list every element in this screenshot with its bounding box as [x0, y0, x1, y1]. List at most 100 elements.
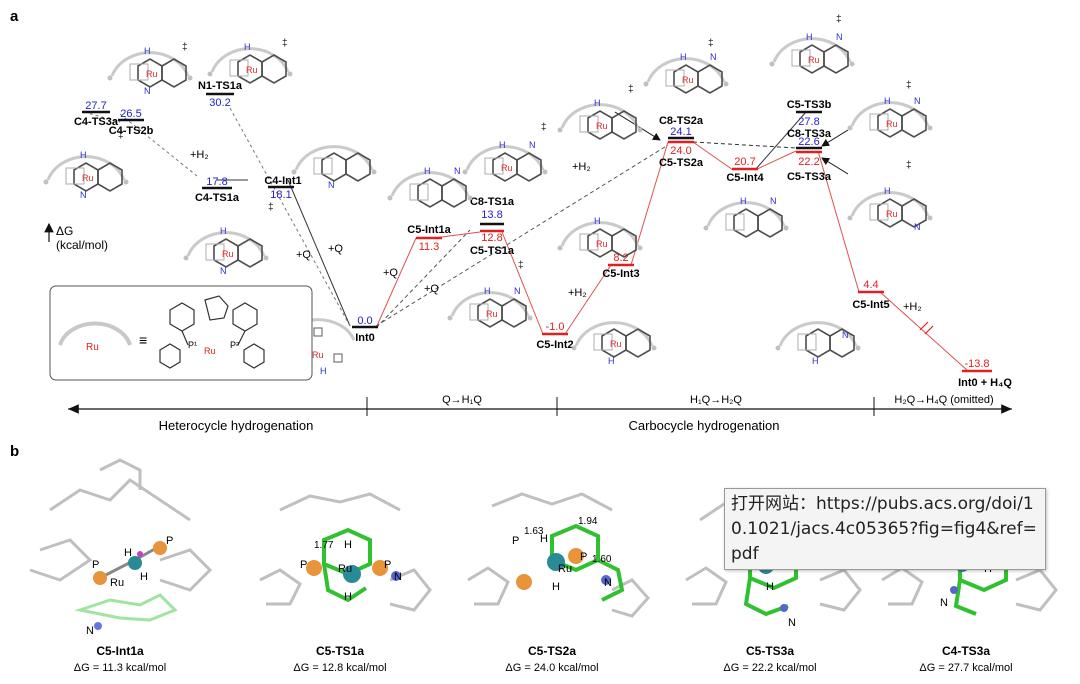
structure-c4ts3a: Ru H N ‡	[42, 130, 130, 200]
h-atom-label: H	[680, 52, 687, 62]
ru-atom-label: Ru	[610, 339, 622, 349]
reagent-q: +Q	[296, 249, 311, 261]
ts-mark: ‡	[518, 260, 524, 271]
legend-equiv: ≡	[139, 332, 147, 348]
level-value: -13.8	[964, 358, 989, 370]
ru-atom-label: Ru	[596, 121, 608, 131]
h-atom-label: H	[499, 140, 506, 150]
panel-a-label: a	[10, 8, 19, 25]
ru-atom-label: Ru	[682, 75, 694, 85]
atom-n: N	[788, 617, 796, 629]
structure-n1ts1a: Ru H ‡	[206, 38, 294, 85]
y-axis-symbol: ΔG	[56, 224, 73, 238]
ts-mark: ‡	[906, 80, 912, 91]
structure-name: C5-TS2a	[528, 644, 576, 658]
level-c8ts3a: 22.6 C8-TS3a	[787, 128, 832, 150]
n-atom-label: N	[914, 96, 921, 106]
level-value: 22.2	[798, 156, 819, 168]
ru-atom-label: Ru	[146, 69, 158, 79]
atom-h: H	[344, 539, 352, 551]
h-atom-label: H	[484, 286, 491, 296]
reagent-labels: +H₂ +Q +Q +Q +Q +H₂ +H₂ +H₂	[190, 149, 922, 313]
stage-heterocycle: Heterocycle hydrogenation	[159, 418, 314, 433]
structure-c5int1a: H N	[386, 166, 474, 209]
ts-mark: ‡	[182, 42, 188, 53]
level-c5int3: 8.2 C5-Int3	[602, 252, 639, 280]
stage-carbocycle: Carbocycle hydrogenation	[628, 418, 779, 433]
h-atom-label: H	[220, 226, 227, 236]
ts-mark: ‡	[628, 84, 634, 95]
n-atom-label: N	[710, 52, 717, 62]
panel-b-captions: C5-Int1a ΔG = 11.3 kcal/mol C5-TS1a ΔG =…	[74, 644, 1013, 674]
ru-atom-label: Ru	[246, 65, 258, 75]
structure-c8ts2a: Ru H ‡	[556, 84, 644, 141]
structure-name: C5-TS3a	[746, 644, 794, 658]
ru-atom-label: Ru	[501, 163, 513, 173]
n-atom-label: N	[914, 222, 921, 232]
ru-atom-label: Ru	[886, 119, 898, 129]
atom-n: N	[940, 597, 948, 609]
n-atom-label: N	[770, 196, 777, 206]
level-value: 30.2	[209, 97, 230, 109]
panel-b-label: b	[10, 443, 19, 460]
atom-ru: Ru	[558, 563, 572, 575]
level-name: C4-TS3a	[74, 116, 119, 128]
structure-3d-c5-ts1a: 1.77 P P H H Ru N	[259, 492, 432, 612]
level-name: C8-TS3a	[787, 128, 832, 140]
level-c8ts2a: 24.1 C8-TS2a	[659, 115, 704, 140]
legend-box: Ru ≡ P¹ P² Ru	[49, 285, 313, 381]
atom-n: N	[394, 571, 402, 583]
reagent-q: +Q	[424, 283, 439, 295]
y-axis: ΔG (kcal/mol)	[44, 222, 108, 252]
h-atom-label: H	[80, 150, 87, 160]
level-name: C4-Int1	[264, 175, 301, 187]
atom-p: P	[300, 559, 307, 571]
ts-mark: ‡	[836, 14, 842, 25]
structure-c8ts1a: Ru H N ‡	[461, 122, 549, 183]
reagent-h2: +H₂	[572, 161, 591, 173]
h-atom-label: H	[320, 366, 327, 376]
link-tooltip[interactable]: 打开网站：https://pubs.acs.org/doi/10.1021/ja…	[724, 488, 1046, 570]
n-atom-label: N	[80, 190, 87, 200]
stage-axis: Q→H₁Q H₁Q→H₂Q H₂Q→H₄Q (omitted) Heterocy…	[68, 394, 1012, 433]
structure-3d-c5-ts2a: 1.63 1.94 1.60 P P H H Ru N	[467, 492, 651, 618]
ru-atom-label: Ru	[312, 350, 324, 360]
level-c4ts2b: 26.5 C4-TS2b	[109, 108, 154, 137]
h-atom-label: H	[594, 216, 601, 226]
structure-c4int1: N	[290, 145, 378, 190]
ru-atom-label: Ru	[82, 173, 94, 183]
ru-atom-label: Ru	[596, 239, 608, 249]
structure-dg: ΔG = 24.0 kcal/mol	[505, 662, 598, 674]
level-c5ts3a: 22.2 C5-TS3a	[787, 150, 832, 183]
distance-label: 1.60	[592, 554, 612, 565]
distance-label: 1.63	[524, 526, 544, 537]
level-name: C5-TS1a	[470, 245, 515, 257]
level-value: -1.0	[546, 321, 565, 333]
ts-mark: ‡	[268, 202, 274, 213]
atom-p: P	[166, 535, 173, 547]
atom-ru: Ru	[110, 577, 124, 589]
reagent-q: +Q	[383, 267, 398, 279]
n-atom-label: N	[842, 330, 849, 340]
stage-label: H₁Q→H₂Q	[690, 394, 742, 406]
level-value: 18.1	[270, 189, 291, 201]
ts-mark: ‡	[541, 122, 547, 133]
reagent-h2: +H₂	[190, 149, 209, 161]
level-n1ts1a: 30.2 N1-TS1a	[198, 80, 243, 109]
level-value: 8.2	[613, 252, 628, 264]
structure-c8ts3a: Ru H N ‡	[846, 80, 934, 139]
structure-3d-c5-int1a: P P H H Ru N	[29, 458, 213, 637]
ru-atom-label: Ru	[222, 249, 234, 259]
structure-c4ts1a: Ru H N ‡	[182, 202, 274, 276]
level-c4ts1a: 17.8 C4-TS1a	[195, 176, 240, 204]
atom-p: P	[92, 559, 99, 571]
level-c5int1a: 11.3 C5-Int1a	[407, 224, 451, 253]
reagent-h2: +H₂	[568, 287, 587, 299]
distance-label: 1.94	[578, 516, 598, 527]
level-name: C5-TS3b	[787, 99, 832, 111]
structure-name: C5-Int1a	[96, 644, 144, 658]
structure-c5ts3a: Ru H N ‡	[846, 160, 934, 232]
structure-dg: ΔG = 22.2 kcal/mol	[723, 662, 816, 674]
level-c5ts1a: 12.8 C5-TS1a	[470, 229, 515, 257]
stage-label: H₂Q→H₄Q (omitted)	[894, 394, 993, 406]
